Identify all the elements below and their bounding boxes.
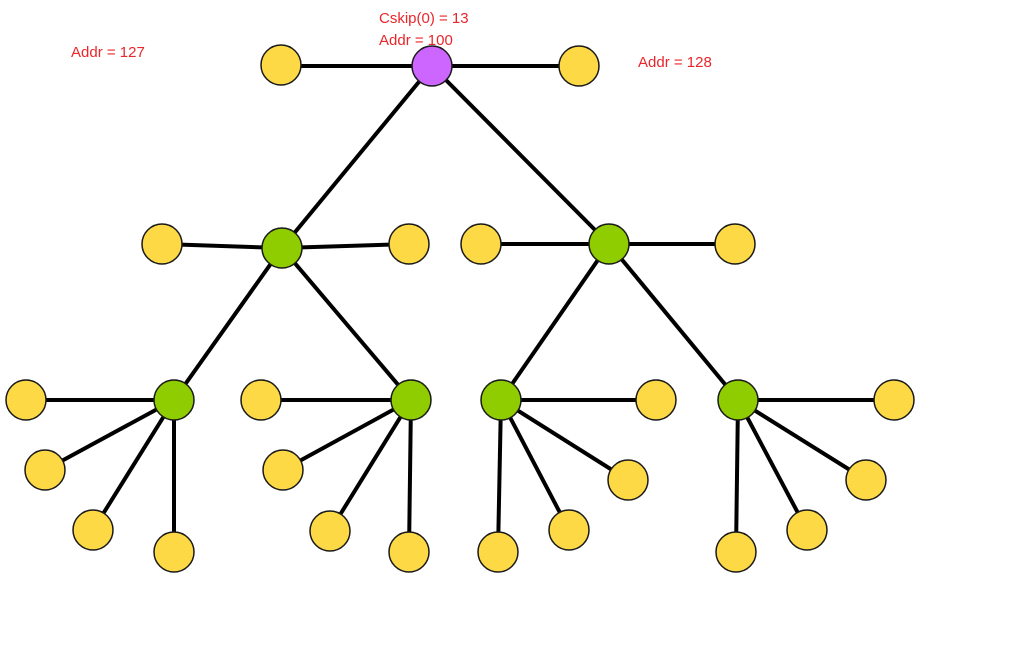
- end-device-node: [388, 223, 430, 265]
- edge-router-a-right-leaf: [281, 242, 410, 250]
- router-nodes: [153, 223, 759, 421]
- edge-router-a2-leaf-2: [282, 398, 412, 472]
- end-device-node: [5, 379, 47, 421]
- edge-router-b2-leaf-3: [736, 399, 809, 531]
- end-device-node: [845, 459, 887, 501]
- end-device-node: [260, 44, 302, 86]
- end-device-node: [388, 531, 430, 573]
- end-device-node: [715, 531, 757, 573]
- edges: [26, 64, 894, 553]
- coordinator-addr-label: Addr = 100: [379, 32, 453, 49]
- annotations: Cskip(0) = 13 Addr = 100 Addr = 127 Addr…: [71, 10, 712, 71]
- edge-router-b2-leaf-2: [736, 398, 868, 482]
- end-device-node: [786, 509, 828, 551]
- router-node: [390, 379, 432, 421]
- end-device-node: [153, 531, 195, 573]
- edge-router-a2-leaf-3: [328, 398, 413, 533]
- edge-router-b2-leaf-4: [734, 399, 740, 553]
- end-device-node: [607, 459, 649, 501]
- router-node: [717, 379, 759, 421]
- edge-router-b1-leaf-2: [499, 398, 630, 482]
- edge-router-b1-leaf-3: [499, 399, 571, 531]
- edge-router-a1-leaf-2: [44, 398, 175, 472]
- edge-router-b-router-b1: [499, 242, 611, 402]
- end-device-node: [548, 509, 590, 551]
- end-device-node: [635, 379, 677, 421]
- cskip-label: Cskip(0) = 13: [379, 10, 469, 27]
- end-device-node: [262, 449, 304, 491]
- router-node: [261, 227, 303, 269]
- end-device-node: [873, 379, 915, 421]
- edge-router-b-router-b2: [607, 242, 740, 402]
- router-node: [153, 379, 195, 421]
- end-device-node: [558, 45, 600, 87]
- edge-router-a2-leaf-4: [407, 399, 413, 553]
- router-node: [480, 379, 522, 421]
- left-child-addr-label: Addr = 127: [71, 44, 145, 61]
- right-child-addr-label: Addr = 128: [638, 54, 712, 71]
- end-device-nodes: [5, 44, 915, 573]
- edge-coordinator-router-b: [430, 64, 611, 246]
- end-device-node: [72, 509, 114, 551]
- edge-router-b1-leaf-4: [496, 399, 503, 553]
- end-device-node: [714, 223, 756, 265]
- edge-router-a1-leaf-3: [91, 398, 176, 532]
- end-device-node: [24, 449, 66, 491]
- router-node: [588, 223, 630, 265]
- coordinator-node: [411, 45, 453, 87]
- edge-router-a-router-a2: [280, 246, 413, 402]
- end-device-node: [141, 223, 183, 265]
- edge-coordinator-router-a: [280, 64, 434, 250]
- end-device-node: [240, 379, 282, 421]
- end-device-node: [460, 223, 502, 265]
- end-device-node: [309, 510, 351, 552]
- end-device-node: [477, 531, 519, 573]
- edge-router-a-router-a1: [172, 246, 284, 402]
